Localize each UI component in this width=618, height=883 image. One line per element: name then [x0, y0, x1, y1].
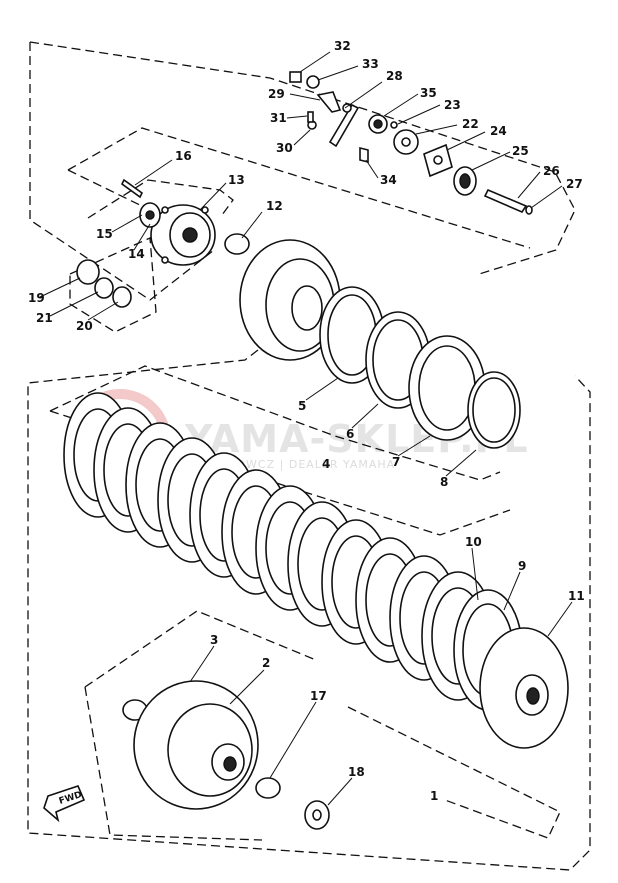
- bolt-16: [120, 178, 144, 199]
- pressure-plate-assembly: [239, 239, 521, 449]
- bracket-28: [328, 103, 360, 148]
- callout-32: 32: [334, 39, 351, 53]
- callout-2: 2: [262, 656, 270, 670]
- callout-6: 6: [346, 427, 354, 441]
- callout-33: 33: [362, 57, 379, 71]
- callout-numbers: 32 33 28 29 35 23 31 22 30 24 25 16 26 3…: [28, 39, 585, 803]
- washer-33: [306, 75, 320, 89]
- callout-29: 29: [268, 87, 285, 101]
- callout-24: 24: [490, 124, 507, 138]
- sleeve-17: [255, 777, 281, 799]
- lever-29: [316, 91, 342, 113]
- callout-20: 20: [76, 319, 93, 333]
- callout-13: 13: [228, 173, 245, 187]
- callout-14: 14: [128, 247, 145, 261]
- callout-34: 34: [380, 173, 397, 187]
- callout-7: 7: [392, 455, 400, 469]
- watermark-subtitle: MECHOWCZ | DEALER YAMAHA: [200, 458, 395, 471]
- circlip-20: [112, 286, 132, 308]
- callout-19: 19: [28, 291, 45, 305]
- callout-18: 18: [348, 765, 365, 779]
- callout-1: 1: [430, 789, 438, 803]
- washer-21: [94, 277, 114, 299]
- oring-27: [525, 205, 533, 215]
- clutch-plate-stack: [63, 392, 569, 749]
- callout-27: 27: [566, 177, 583, 191]
- ball-23: [390, 121, 398, 129]
- spring-12: [224, 233, 250, 255]
- callout-3: 3: [210, 633, 218, 647]
- callout-8: 8: [440, 475, 448, 489]
- callout-11: 11: [568, 589, 585, 603]
- callout-23: 23: [444, 98, 461, 112]
- callout-10: 10: [465, 535, 482, 549]
- callout-15: 15: [96, 227, 113, 241]
- callout-12: 12: [266, 199, 283, 213]
- callout-31: 31: [270, 111, 287, 125]
- forward-direction-marker: FWD: [43, 785, 86, 823]
- callout-30: 30: [276, 141, 293, 155]
- rod-26: [483, 188, 528, 213]
- callout-21: 21: [36, 311, 53, 325]
- release-hub-assembly: [76, 178, 250, 308]
- callout-4: 4: [322, 457, 330, 471]
- seal-19: [76, 259, 100, 285]
- pin-31: [307, 111, 314, 123]
- nut-32: [289, 71, 302, 83]
- clutch-housing-assembly: [122, 680, 330, 830]
- callout-25: 25: [512, 144, 529, 158]
- spring-34: [359, 146, 369, 164]
- leader-lines: [39, 51, 573, 806]
- push-lever-assembly: [289, 71, 533, 215]
- callout-26: 26: [543, 164, 560, 178]
- callout-17: 17: [310, 689, 327, 703]
- callout-9: 9: [518, 559, 526, 573]
- callout-35: 35: [420, 86, 437, 100]
- callout-16: 16: [175, 149, 192, 163]
- callout-22: 22: [462, 117, 479, 131]
- callout-28: 28: [386, 69, 403, 83]
- callout-5: 5: [298, 399, 306, 413]
